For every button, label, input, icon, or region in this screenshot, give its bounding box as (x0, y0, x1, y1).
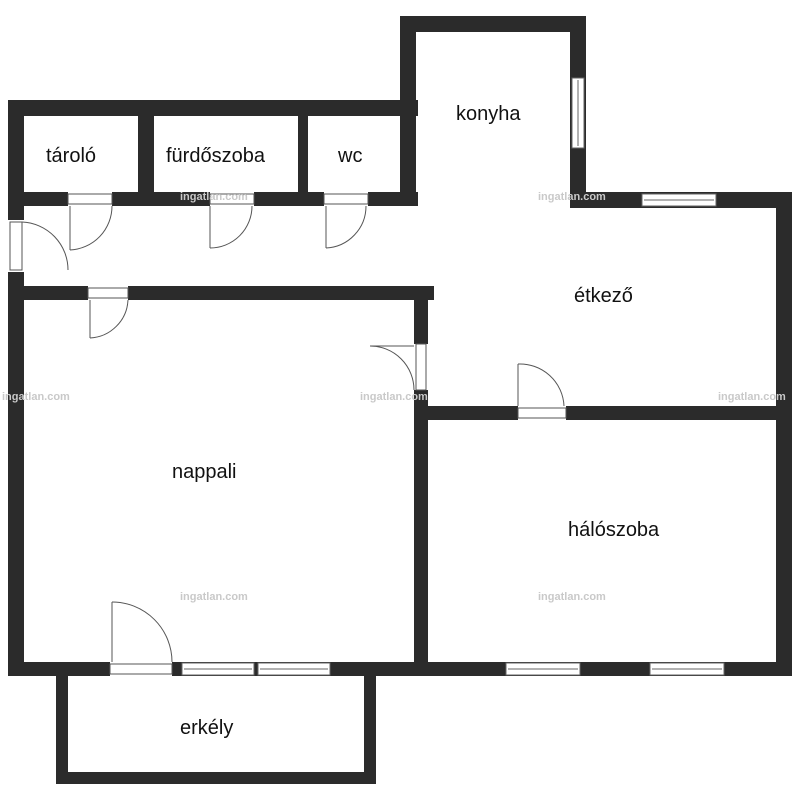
watermark-text: ingatlan.com (2, 391, 70, 403)
wall-divider-1 (138, 100, 154, 206)
room-label-kitchen: konyha (456, 103, 521, 125)
wall-north-storage (8, 100, 418, 116)
watermarks: ingatlan.com ingatlan.com ingatlan.com i… (2, 191, 786, 603)
wall-living-north (8, 286, 434, 300)
door-bathroom (209, 192, 255, 249)
watermark-text: ingatlan.com (180, 191, 248, 203)
watermark-text: ingatlan.com (538, 591, 606, 603)
door-balcony (109, 601, 173, 676)
window-bedroom-1 (505, 662, 581, 676)
room-label-storage: tároló (46, 145, 96, 167)
door-bedroom (517, 363, 567, 420)
door-wc (323, 192, 369, 249)
room-label-bedroom: hálószoba (568, 519, 660, 541)
wall-divider-2 (298, 100, 308, 206)
room-label-wc: wc (337, 145, 362, 167)
wall-balcony-east (364, 662, 376, 784)
watermark-text: ingatlan.com (718, 391, 786, 403)
window-dining (641, 193, 717, 207)
wall-kitchen-west (400, 16, 416, 206)
wall-bedroom-north (414, 406, 792, 420)
doors (8, 192, 567, 676)
wall-balcony-south (56, 772, 376, 784)
watermark-text: ingatlan.com (538, 191, 606, 203)
room-label-dining: étkező (574, 285, 633, 307)
wall-west-upper (8, 100, 24, 220)
wall-west-lower (8, 272, 24, 674)
room-label-living: nappali (172, 461, 237, 483)
room-labels: tároló fürdőszoba wc konyha étkező nappa… (46, 103, 660, 739)
window-kitchen (571, 77, 585, 149)
door-living-north (87, 286, 129, 339)
wall-kitchen-north (400, 16, 586, 32)
room-label-balcony: erkély (180, 717, 233, 739)
door-storage (67, 192, 113, 251)
door-living-east (369, 343, 428, 391)
window-bedroom-2 (649, 662, 725, 676)
room-label-bathroom: fürdőszoba (166, 145, 266, 167)
wall-east (776, 192, 792, 676)
wall-balcony-west (56, 662, 68, 784)
watermark-text: ingatlan.com (180, 591, 248, 603)
door-entrance (8, 220, 69, 272)
window-living-1 (181, 662, 255, 676)
windows (181, 77, 725, 676)
watermark-text: ingatlan.com (360, 391, 428, 403)
window-living-2 (257, 662, 331, 676)
